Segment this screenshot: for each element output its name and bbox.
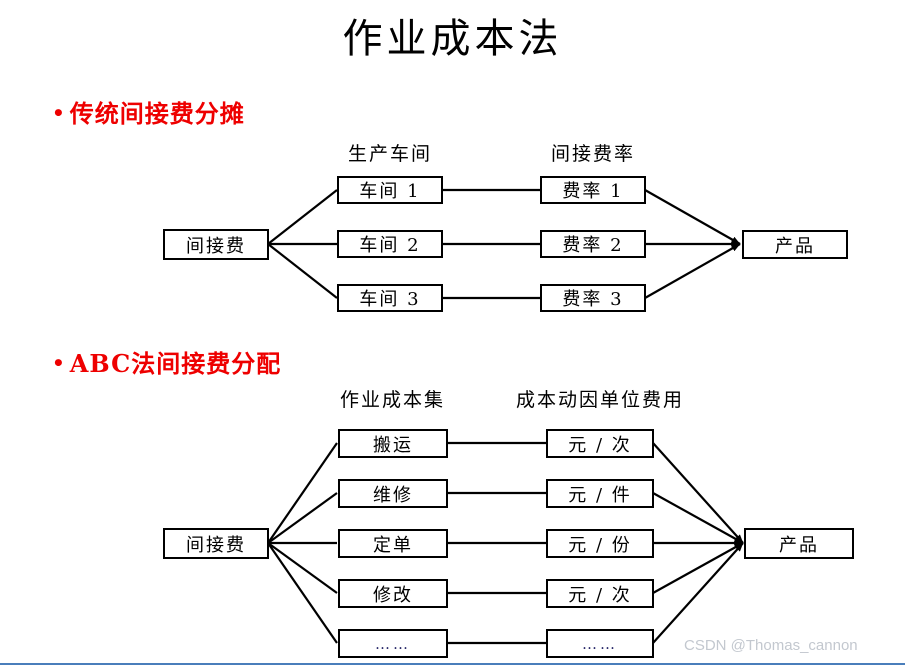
node-traditional-target[interactable]: 产品 [742, 230, 848, 259]
section-heading-abc-label: ABC法间接费分配 [69, 349, 282, 378]
node-workshop-1[interactable]: 车间 1 [337, 176, 443, 204]
node-rate-2[interactable]: 费率 2 [540, 230, 646, 258]
section-heading-traditional: •传统间接费分摊 [52, 94, 245, 129]
abc-fanout-lines [267, 442, 338, 644]
node-driver-rate-3[interactable]: 元 / 份 [546, 529, 654, 558]
section-heading-abc: •ABC法间接费分配 [52, 344, 281, 379]
page-title: 作业成本法 [342, 16, 563, 62]
abc-converge-lines [652, 442, 744, 644]
traditional-fanout-lines [267, 189, 338, 299]
node-activity-revision[interactable]: 修改 [338, 579, 448, 608]
node-workshop-3[interactable]: 车间 3 [337, 284, 443, 312]
node-abc-target[interactable]: 产品 [744, 528, 854, 559]
bullet-icon: • [52, 101, 66, 125]
column-header-overhead-rate: 间接费率 [550, 143, 635, 165]
node-driver-rate-more[interactable]: …… [546, 629, 654, 658]
column-header-activity-cost-pool: 作业成本集 [339, 389, 445, 411]
traditional-converge-lines [644, 189, 741, 299]
node-activity-more[interactable]: …… [338, 629, 448, 658]
node-activity-handling[interactable]: 搬运 [338, 429, 448, 458]
node-driver-rate-1[interactable]: 元 / 次 [546, 429, 654, 458]
node-driver-rate-4[interactable]: 元 / 次 [546, 579, 654, 608]
node-activity-order[interactable]: 定单 [338, 529, 448, 558]
node-abc-source[interactable]: 间接费 [163, 528, 269, 559]
node-rate-3[interactable]: 费率 3 [540, 284, 646, 312]
watermark-text: CSDN @Thomas_cannon [684, 637, 858, 654]
node-rate-1[interactable]: 费率 1 [540, 176, 646, 204]
abc-middle-lines [447, 441, 547, 645]
traditional-middle-lines [443, 188, 540, 300]
bullet-icon: • [52, 351, 66, 375]
column-header-workshop: 生产车间 [347, 143, 432, 165]
node-traditional-source[interactable]: 间接费 [163, 229, 269, 260]
node-driver-rate-2[interactable]: 元 / 件 [546, 479, 654, 508]
node-workshop-2[interactable]: 车间 2 [337, 230, 443, 258]
column-header-cost-driver-rate: 成本动因单位费用 [515, 389, 684, 411]
bottom-divider [0, 663, 905, 665]
section-heading-traditional-label: 传统间接费分摊 [69, 99, 245, 128]
node-activity-maintenance[interactable]: 维修 [338, 479, 448, 508]
